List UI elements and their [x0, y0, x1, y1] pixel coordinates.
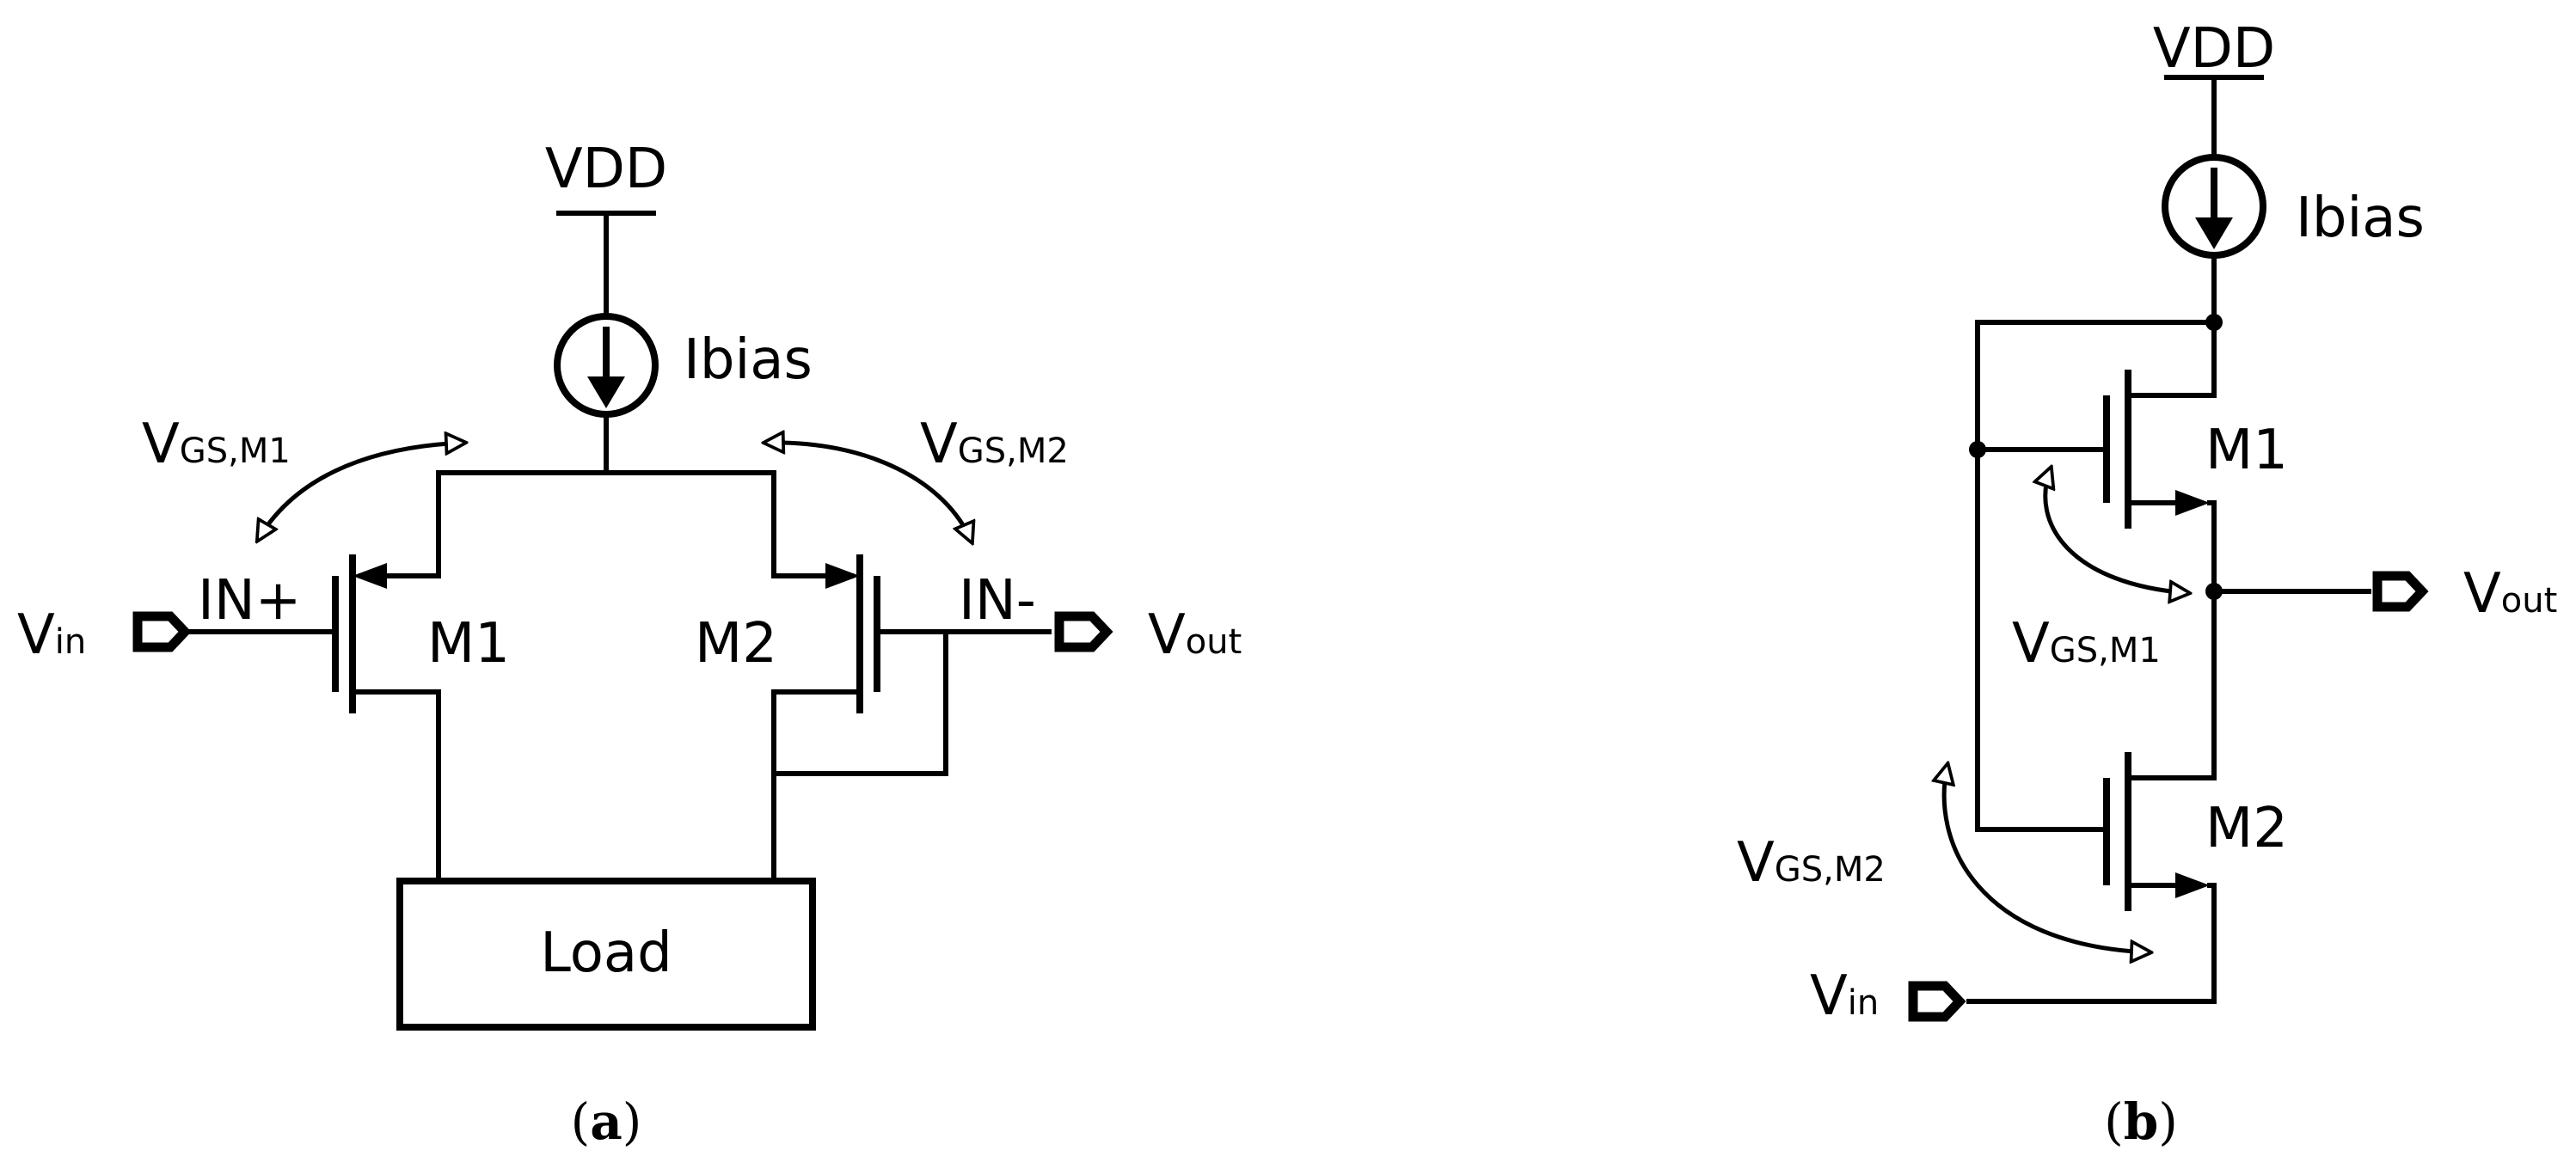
vout-port-icon-b [2372, 571, 2429, 612]
vin-port-icon [132, 611, 192, 652]
vgs-m1-arrow-b [2045, 468, 2188, 593]
current-source-icon [554, 313, 659, 418]
m2-transistor [771, 470, 1052, 884]
in-minus-label: IN- [959, 569, 1036, 633]
caption-b: (b) [2104, 1092, 2178, 1151]
vin-label-b: Vin [1810, 964, 1879, 1028]
vgs-m2-label: VGS,M2 [920, 413, 1069, 476]
panel-a: VDD Ibias IN+ M1 Vin [17, 138, 1242, 1151]
m2-label-b: M2 [2205, 797, 2288, 860]
vgs-m2-label-b: VGS,M2 [1737, 831, 1886, 895]
vgs-m1-arrow [258, 443, 464, 540]
load-block [396, 878, 816, 1031]
ibias-label: Ibias [684, 328, 813, 392]
vdd-label-b: VDD [2153, 17, 2275, 81]
vgs-m2-arrow [765, 443, 972, 542]
m1-transistor [178, 470, 441, 884]
vout-label: Vout [1148, 603, 1242, 667]
load-label: Load [540, 921, 672, 985]
caption-a: (a) [571, 1092, 642, 1151]
vin-label: Vin [17, 603, 86, 667]
vdd-label: VDD [545, 138, 667, 201]
m1-label: M1 [427, 612, 510, 676]
vin-port-icon-b [1908, 981, 1966, 1022]
m2-transistor-b [1966, 752, 2217, 1004]
m2-label: M2 [695, 612, 777, 676]
in-plus-label: IN+ [198, 569, 301, 633]
m1-transistor-b [1975, 320, 2217, 780]
m1-label-b: M1 [2205, 419, 2288, 482]
vgs-m1-label-b: VGS,M1 [2012, 612, 2161, 676]
current-source-icon-b [2162, 154, 2266, 259]
vgs-m1-label: VGS,M1 [142, 413, 291, 476]
vout-label-b: Vout [2463, 562, 2557, 626]
vgs-m2-arrow-b [1944, 765, 2150, 952]
panel-b: VDD Ibias M1 [1737, 17, 2557, 1151]
vout-port-icon [1054, 611, 1113, 652]
ibias-label-b: Ibias [2296, 187, 2425, 250]
